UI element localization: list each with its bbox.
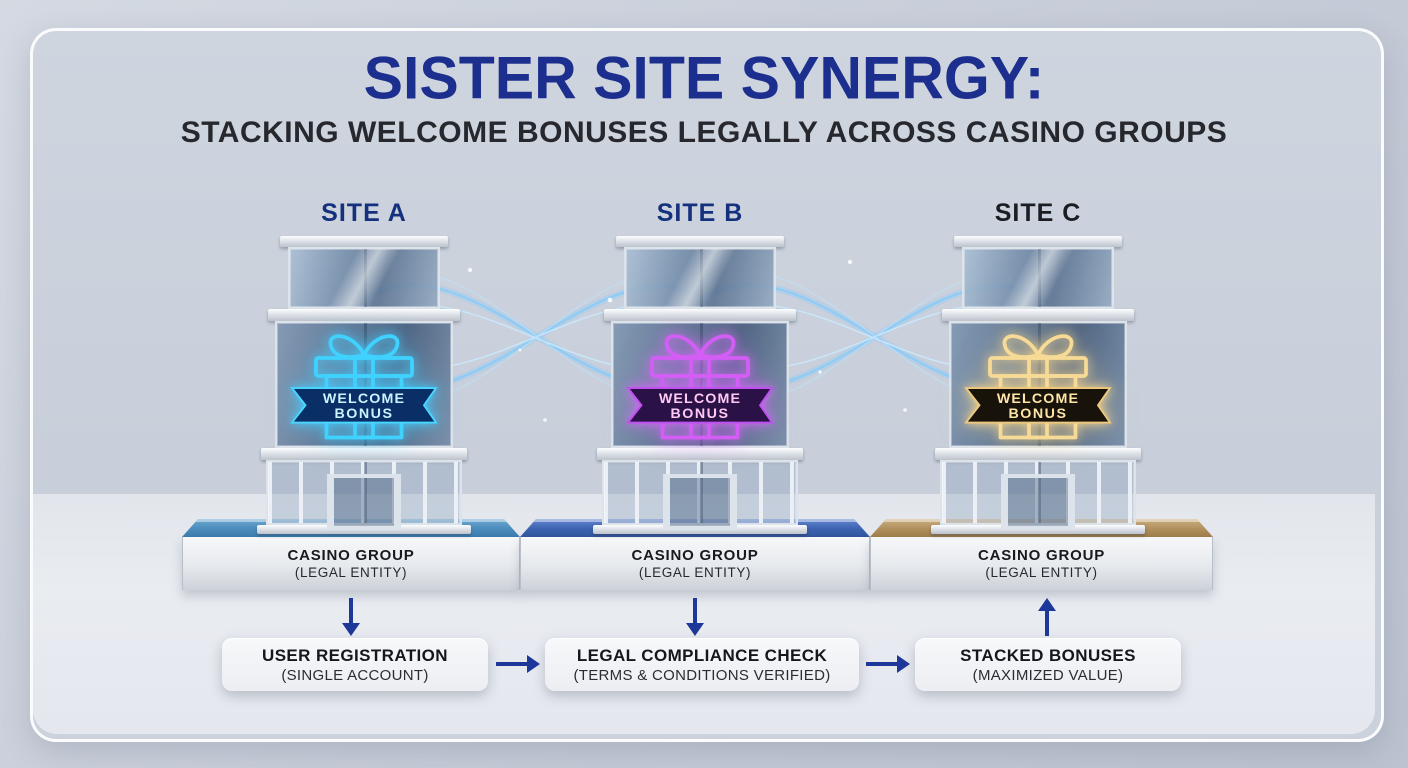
building-lower-slab [935, 448, 1141, 461]
banner-line2: BONUS [335, 406, 394, 422]
building-glass-top [624, 246, 776, 309]
up-arrow [1036, 596, 1058, 636]
platform-label: CASINO GROUP [977, 547, 1106, 564]
building-lower-slab [597, 448, 803, 461]
flow-step-title: STACKED BONUSES [960, 645, 1136, 665]
building-glass-top [288, 246, 440, 309]
entrance-door [1001, 474, 1075, 531]
page-subtitle: STACKING WELCOME BONUSES LEGALLY ACROSS … [180, 116, 1228, 149]
building-mid-slab [604, 308, 796, 321]
platform-label: CASINO GROUP [631, 547, 759, 564]
building-entrance [940, 460, 1136, 531]
building-mid-slab [268, 308, 460, 321]
platform-sublabel: (LEGAL ENTITY) [294, 565, 408, 580]
building-sign-section: WELCOME BONUS [949, 320, 1127, 449]
site-a-label: SITE A [321, 199, 407, 227]
down-arrow [340, 598, 362, 638]
platform-sublabel: (LEGAL ENTITY) [638, 565, 752, 580]
welcome-bonus-neon-sign: WELCOME BONUS [964, 333, 1112, 439]
banner-line1: WELCOME [323, 391, 405, 407]
flow-step-legal-compliance: LEGAL COMPLIANCE CHECK (TERMS & CONDITIO… [545, 638, 859, 691]
site-b-label: SITE B [656, 199, 744, 227]
entrance-door [663, 474, 737, 531]
building-site-c: WELCOME BONUS [928, 236, 1148, 534]
building-glass-top [962, 246, 1114, 309]
building-sign-section: WELCOME BONUS [275, 320, 453, 449]
building-sign-section: WELCOME BONUS [611, 320, 789, 449]
platform-sublabel: (LEGAL ENTITY) [985, 565, 1098, 580]
site-c-label: SITE C [994, 199, 1082, 227]
banner-line2: BONUS [1009, 406, 1068, 422]
flow-step-user-registration: USER REGISTRATION (SINGLE ACCOUNT) [222, 638, 488, 691]
flow-step-title: LEGAL COMPLIANCE CHECK [576, 645, 828, 665]
building-mid-slab [942, 308, 1134, 321]
banner-line1: WELCOME [659, 391, 741, 407]
building-roof-slab [954, 236, 1122, 247]
banner-line1: WELCOME [997, 391, 1079, 407]
flow-step-subtitle: (SINGLE ACCOUNT) [281, 666, 429, 684]
right-arrow [866, 653, 910, 675]
building-entrance [266, 460, 462, 531]
welcome-bonus-neon-sign: WELCOME BONUS [626, 333, 774, 439]
building-roof-slab [280, 236, 448, 247]
building-site-b: WELCOME BONUS [590, 236, 810, 534]
down-arrow [684, 598, 706, 638]
welcome-bonus-neon-sign: WELCOME BONUS [290, 333, 438, 439]
platform-label: CASINO GROUP [287, 547, 415, 564]
flow-step-subtitle: (MAXIMIZED VALUE) [972, 666, 1124, 684]
building-site-a: WELCOME BONUS [254, 236, 474, 534]
flow-step-title: USER REGISTRATION [262, 645, 448, 665]
building-roof-slab [616, 236, 784, 247]
banner-line2: BONUS [671, 406, 730, 422]
flow-step-subtitle: (TERMS & CONDITIONS VERIFIED) [573, 666, 831, 684]
building-lower-slab [261, 448, 467, 461]
building-entrance [602, 460, 798, 531]
page-title: SISTER SITE SYNERGY: [363, 44, 1045, 112]
flow-step-stacked-bonuses: STACKED BONUSES (MAXIMIZED VALUE) [915, 638, 1181, 691]
entrance-door [327, 474, 401, 531]
right-arrow [496, 653, 540, 675]
